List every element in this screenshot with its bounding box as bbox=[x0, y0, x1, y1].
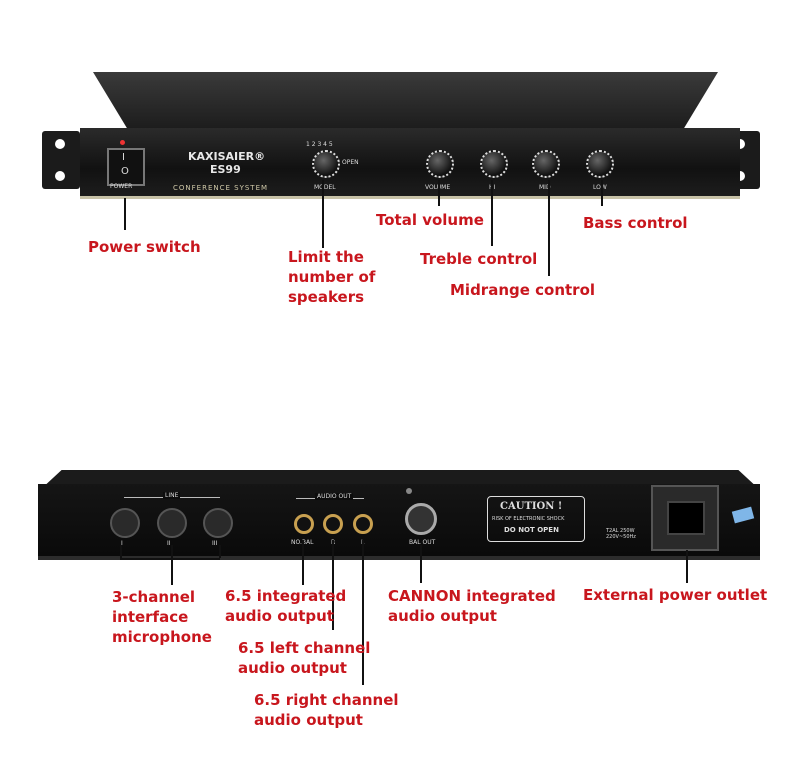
power-label: POWER bbox=[110, 183, 133, 190]
jack-left[interactable] bbox=[353, 514, 373, 534]
selector-label: MODEL bbox=[314, 184, 336, 191]
mic-din-port-3[interactable] bbox=[203, 508, 233, 538]
leader-line-mic-right bbox=[219, 545, 221, 558]
callout-left-65: 6.5 left channel audio output bbox=[238, 639, 371, 677]
caution-do-not-open: DO NOT OPEN bbox=[504, 526, 559, 534]
power-led bbox=[120, 140, 125, 145]
callout-mic-interface: 3-channel interface microphone bbox=[112, 588, 212, 646]
callout-bass-control: Bass control bbox=[583, 214, 688, 232]
callout-external-power: External power outlet bbox=[583, 586, 768, 604]
knob-label-volume: VOLUME bbox=[425, 184, 450, 191]
line-label: LINE bbox=[163, 492, 181, 499]
mic-din-port-2[interactable] bbox=[157, 508, 187, 538]
callout-treble-control: Treble control bbox=[420, 250, 538, 268]
knob-label-low: LOW bbox=[593, 184, 607, 191]
caution-title: CAUTION ! bbox=[500, 501, 563, 512]
xlr-label: BAL OUT bbox=[409, 539, 436, 546]
leader-line-power-outlet bbox=[686, 550, 688, 583]
front-chassis-top bbox=[93, 72, 718, 134]
callout-right-65: 6.5 right channel audio output bbox=[254, 691, 399, 729]
xlr-release-button[interactable] bbox=[406, 488, 412, 494]
treble-knob[interactable] bbox=[480, 150, 508, 178]
open-label: OPEN bbox=[342, 159, 359, 166]
bass-knob[interactable] bbox=[586, 150, 614, 178]
power-rating: T2AL 250W 220V~50Hz bbox=[606, 528, 636, 540]
leader-line-volume bbox=[438, 180, 440, 206]
leader-line-left bbox=[332, 540, 334, 630]
knob-label-mid: MID bbox=[539, 184, 551, 191]
leader-line-speakers bbox=[322, 180, 324, 248]
jack-right[interactable] bbox=[323, 514, 343, 534]
caution-subtitle: RISK OF ELECTRONIC SHOCK bbox=[492, 516, 565, 522]
caution-label: CAUTION ! RISK OF ELECTRONIC SHOCK DO NO… bbox=[487, 496, 585, 542]
iec-power-inlet[interactable] bbox=[651, 485, 719, 551]
callout-total-volume: Total volume bbox=[376, 211, 484, 229]
leader-line-cannon bbox=[420, 545, 422, 583]
din-label-2: II bbox=[167, 540, 171, 547]
leader-line-right bbox=[362, 540, 364, 685]
din-label-1: I bbox=[121, 540, 123, 547]
callout-integrated-65: 6.5 integrated audio output bbox=[225, 587, 347, 625]
jack-no-bal[interactable] bbox=[294, 514, 314, 534]
leader-line-treble bbox=[491, 180, 493, 246]
audio-out-label: AUDIO OUT bbox=[315, 493, 354, 500]
power-switch[interactable]: I O bbox=[107, 148, 145, 186]
leader-line-mic-left bbox=[120, 545, 122, 558]
callout-limit-speakers: Limit the number of speakers bbox=[288, 248, 376, 306]
leader-line-bass bbox=[601, 180, 603, 206]
leader-line-power bbox=[124, 198, 126, 230]
midrange-knob[interactable] bbox=[532, 150, 560, 178]
front-faceplate bbox=[80, 128, 740, 199]
callout-cannon-output: CANNON integrated audio output bbox=[388, 587, 556, 625]
leader-line-mic-bracket bbox=[120, 558, 220, 560]
speaker-limit-selector-knob[interactable] bbox=[312, 150, 340, 178]
callout-power-switch: Power switch bbox=[88, 238, 201, 256]
din-label-3: III bbox=[212, 540, 218, 547]
callout-midrange-control: Midrange control bbox=[450, 281, 596, 299]
brand-logo: KAXISAIER® bbox=[188, 150, 266, 163]
selector-marks: 1 2 3 4 5 bbox=[306, 141, 333, 148]
leader-line-mic bbox=[171, 545, 173, 585]
conference-system-label: CONFERENCE SYSTEM bbox=[173, 184, 269, 192]
mic-din-port-1[interactable] bbox=[110, 508, 140, 538]
leader-line-mid bbox=[548, 180, 550, 276]
leader-line-integrated bbox=[302, 540, 304, 585]
xlr-cannon-output[interactable] bbox=[405, 503, 437, 535]
volume-knob[interactable] bbox=[426, 150, 454, 178]
rack-ear-left bbox=[42, 131, 80, 189]
model-name: ES99 bbox=[210, 163, 241, 176]
